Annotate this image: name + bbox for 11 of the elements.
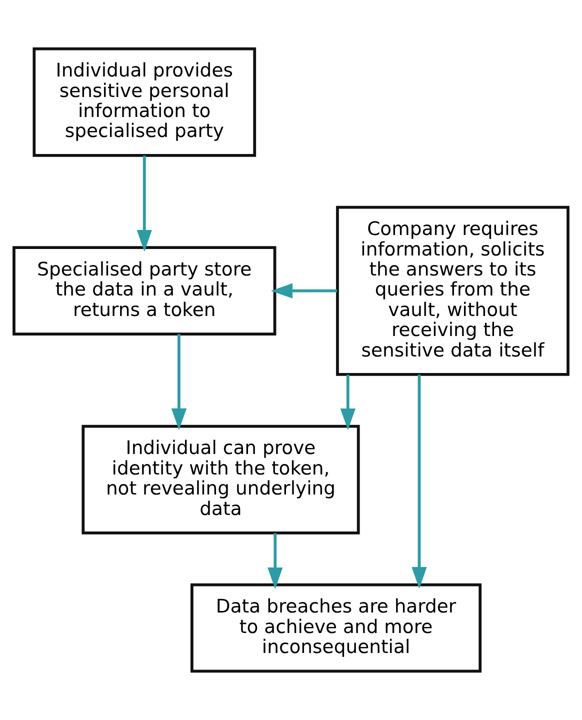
node-box: Individual can prove identity with the token, not revealing underlying data <box>82 424 360 534</box>
node-box: Company requires information, solicits the answers to its queries from the vault, without receiving the sensitive data itself <box>336 206 570 376</box>
arrow <box>270 283 338 298</box>
node-box: Individual provides sensitive personal information to specialised party <box>32 47 256 157</box>
arrow <box>340 374 356 430</box>
node-box: Data breaches are harder to achieve and more inconsequential <box>190 583 482 673</box>
node-box: Specialised party store the data in a vault, returns a token <box>12 246 276 336</box>
arrow <box>171 334 187 430</box>
arrow <box>136 156 152 252</box>
arrow <box>268 533 283 590</box>
arrow <box>412 374 427 589</box>
